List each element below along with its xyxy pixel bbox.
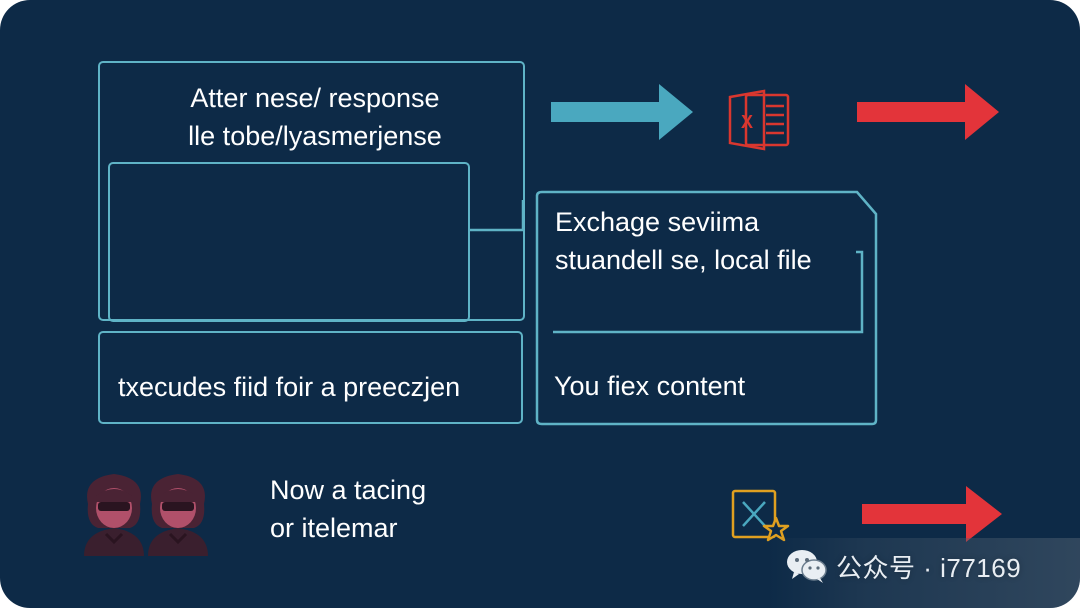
excel-file-icon: X <box>728 89 790 151</box>
response-line-2: lle tobe/lyasmerjense <box>188 121 442 151</box>
response-box-inner <box>108 162 470 322</box>
red-arrow-icon <box>857 84 999 140</box>
caption-line-1: Now a tacing <box>270 475 427 505</box>
wechat-logo-icon <box>787 550 827 583</box>
watermark-text: 公众号 · i77169 <box>836 552 1022 583</box>
exchange-line-2: stuandell se, local file <box>555 245 812 275</box>
content-text: You fiex content <box>554 371 746 401</box>
executes-box-text: txecudes fiid foir a preeczjen <box>118 372 461 402</box>
caption-text: Now a tacing or itelemar <box>270 471 426 547</box>
red-arrow-icon <box>862 486 1002 542</box>
caption-line-2: or itelemar <box>270 513 398 543</box>
response-line-1: Atter nese/ response <box>190 83 440 113</box>
warning-x-star-icon <box>731 489 790 542</box>
teal-arrow-icon <box>551 84 693 140</box>
svg-text:X: X <box>741 112 753 132</box>
executes-box <box>98 331 523 424</box>
person-avatar-icon <box>148 474 208 556</box>
person-avatar-icon <box>84 474 144 556</box>
response-box-text: Atter nese/ response lle tobe/lyasmerjen… <box>120 79 510 155</box>
exchange-line-1: Exchage seviima <box>555 207 760 237</box>
exchange-box-text: Exchage seviima stuandell se, local file <box>555 203 812 279</box>
watermark: 公众号 · i77169 <box>786 544 1021 588</box>
